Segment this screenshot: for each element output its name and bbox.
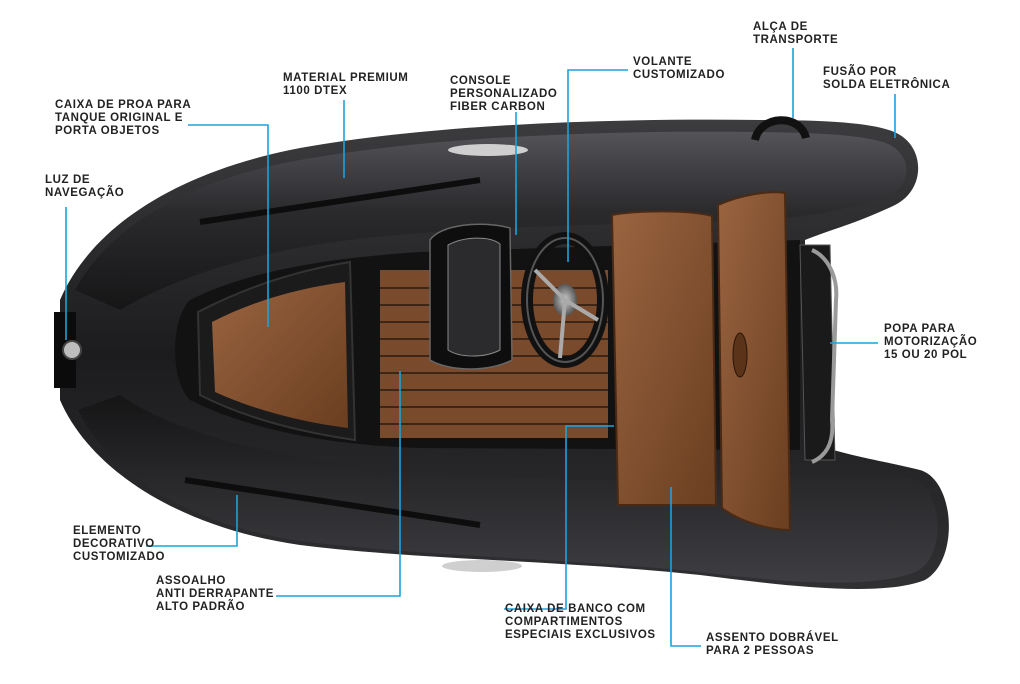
callout-luz-navegacao: LUZ DE NAVEGAÇÃO: [45, 174, 125, 199]
transom-bracket: [811, 248, 839, 464]
bow-box-lid: [212, 282, 348, 428]
callout-popa: POPA PARA MOTORIZAÇÃO 15 OU 20 POL: [884, 323, 978, 361]
console-carbon-panel: [447, 237, 501, 357]
transom: [799, 244, 836, 461]
leader-volante: [567, 69, 628, 262]
callout-material-premium: MATERIAL PREMIUM 1100 DTEX: [283, 72, 409, 97]
callout-alca-transporte: ALÇA DE TRANSPORTE: [753, 21, 839, 46]
steering-wheel: [521, 232, 609, 368]
lower-tube: [78, 395, 938, 583]
leader-caixa-banco: [504, 425, 614, 610]
callout-caixa-banco: CAIXA DE BANCO COM COMPARTIMENTOS ESPECI…: [505, 603, 656, 641]
callout-caixa-proa: CAIXA DE PROA PARA TANQUE ORIGINAL E POR…: [55, 99, 192, 137]
navigation-light: [54, 312, 82, 388]
callout-console: CONSOLE PERSONALIZADO FIBER CARBON: [450, 75, 558, 113]
logo-badge-top: [448, 144, 528, 156]
carry-handle: [751, 116, 810, 142]
decorative-strip-top: [199, 177, 481, 225]
leader-assento: [670, 487, 701, 647]
callout-volante: VOLANTE CUSTOMIZADO: [633, 56, 725, 81]
leader-lines: [65, 48, 896, 647]
callout-assoalho: ASSOALHO ANTI DERRAPANTE ALTO PADRÃO: [156, 575, 275, 613]
callout-assento: ASSENTO DOBRÁVEL PARA 2 PESSOAS: [706, 632, 839, 657]
leader-elemento-decorativo: [146, 495, 238, 547]
decorative-strip-bottom: [184, 477, 481, 528]
upper-tube: [75, 131, 907, 310]
folding-seat: [716, 191, 792, 532]
callout-elemento-decorativo: ELEMENTO DECORATIVO CUSTOMIZADO: [73, 525, 165, 563]
inflatable-boat: [54, 116, 949, 589]
callout-fusao: FUSÃO POR SOLDA ELETRÔNICA: [823, 66, 951, 91]
seat-emblem: [732, 332, 748, 378]
leader-caixa-proa: [188, 124, 269, 327]
leader-assoalho: [276, 371, 401, 597]
seat-box: [610, 210, 718, 506]
logo-badge-bottom: [442, 560, 522, 572]
